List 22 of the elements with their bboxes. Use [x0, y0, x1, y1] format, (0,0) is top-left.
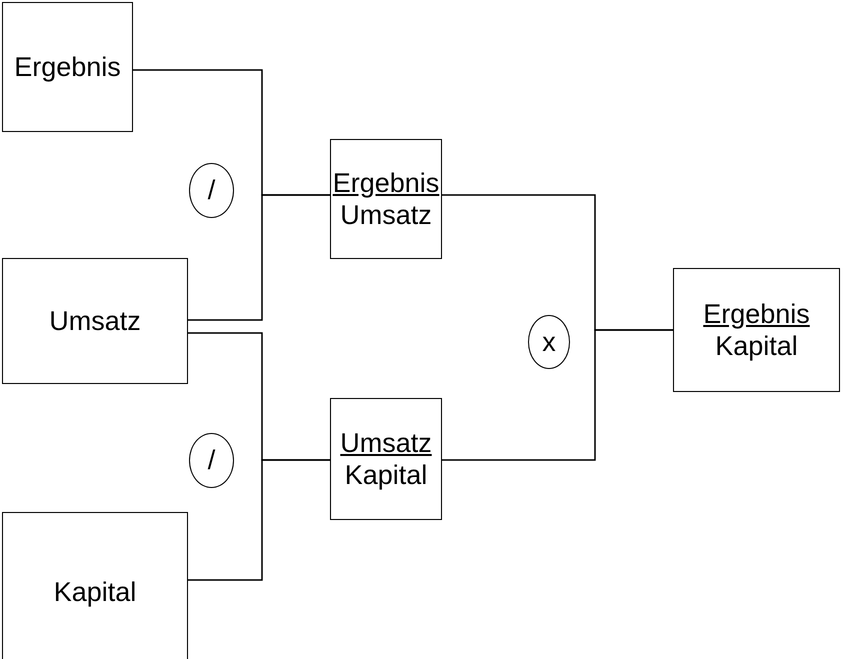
connector-line	[188, 194, 330, 321]
connector-line	[442, 329, 673, 461]
denominator-label: Kapital	[344, 459, 428, 492]
metric-box	[2, 258, 188, 384]
ratio-box	[673, 268, 840, 392]
metric-label: Kapital	[54, 576, 136, 608]
denominator-label: Umsatz	[340, 199, 432, 232]
metric-label: Umsatz	[49, 304, 141, 338]
numerator-label: Umsatz	[340, 426, 432, 459]
metric-box	[2, 2, 133, 132]
ratio-box	[330, 139, 442, 259]
operator-label: /	[208, 174, 216, 207]
denominator-label: Kapital	[715, 330, 798, 362]
operator-label: x	[542, 326, 556, 358]
operator-label: /	[208, 444, 216, 477]
metric-box	[2, 512, 188, 659]
metric-label: Ergebnis	[14, 50, 121, 84]
operator-circle	[528, 315, 570, 369]
ratio-box	[330, 398, 442, 520]
connector-line	[188, 459, 330, 581]
numerator-label: Ergebnis	[703, 298, 810, 330]
numerator-label: Ergebnis	[332, 166, 440, 199]
